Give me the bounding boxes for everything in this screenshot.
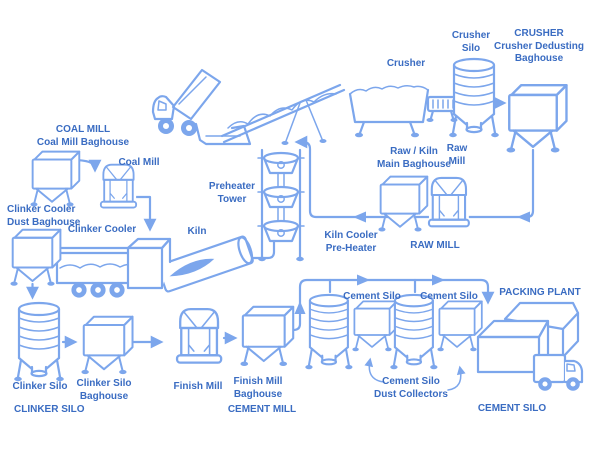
cement-transport-line — [291, 278, 495, 332]
cement-silo-1-icon — [304, 293, 354, 371]
cement-dust-collector-1-icon — [351, 300, 398, 353]
coal-mill-icon — [99, 163, 138, 209]
clinker-silo-icon — [13, 301, 65, 383]
raw-kiln-baghouse-icon — [377, 175, 429, 233]
raw-meal-arrow-2 — [353, 211, 366, 223]
preheater-tower-icon — [250, 148, 305, 262]
crusher-icon — [348, 84, 430, 138]
silo-feed-drops — [328, 278, 417, 294]
flow-lines — [26, 96, 535, 391]
crusher-baghouse-icon — [505, 84, 568, 154]
coal-mill-baghouse-icon — [29, 150, 81, 208]
crusher-silo-icon — [448, 57, 500, 139]
packing-plant-icon — [476, 301, 580, 374]
clinker-cooler-baghouse-icon — [9, 228, 62, 287]
dump-truck-icon — [151, 68, 222, 138]
coal-to-kiln-arrow — [132, 195, 157, 232]
finish-mill-icon — [175, 307, 223, 364]
cement-up-arrow — [294, 301, 306, 314]
kiln-icon — [157, 235, 254, 293]
delivery-truck-icon — [532, 353, 584, 392]
cement-right-arrow-1 — [357, 274, 370, 286]
feed-conveyor-icon — [220, 83, 346, 145]
raw-meal-line — [294, 135, 535, 219]
kiln-hood-icon — [126, 237, 172, 290]
raw-mill-icon — [427, 176, 470, 228]
dust-collector-pointer-right — [447, 365, 466, 391]
clinker-silo-baghouse-icon — [80, 315, 134, 376]
cement-silo-2-icon — [389, 293, 439, 371]
crusher-outlet-conveyor-icon — [426, 95, 460, 122]
raw-meal-arrow-1 — [517, 211, 530, 223]
cement-dust-collector-2-icon — [436, 300, 483, 353]
finish-mill-baghouse-icon — [239, 305, 295, 368]
dust-collector-pointer-left — [364, 357, 385, 383]
cement-right-arrow-2 — [432, 274, 445, 286]
